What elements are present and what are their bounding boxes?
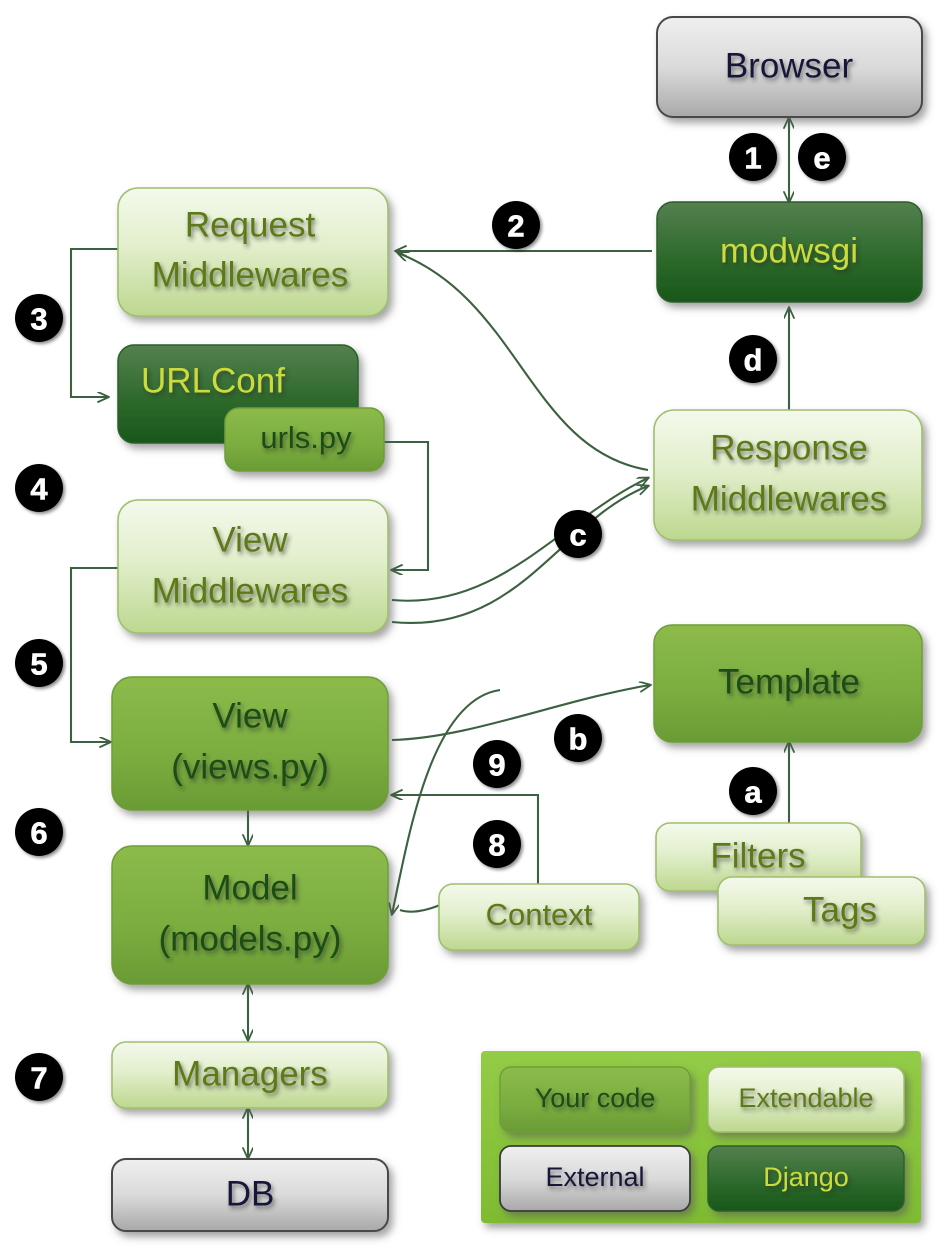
badge-c: c <box>554 510 602 558</box>
badge-c-label: c <box>569 518 586 553</box>
edge-context-model <box>399 904 441 913</box>
node-urlconf-label: URLConf <box>141 361 285 400</box>
node-response-middlewares[interactable] <box>653 409 923 541</box>
node-model[interactable] <box>111 845 389 985</box>
node-tags-label: Tags <box>803 890 877 929</box>
node-template-label: Template <box>718 662 860 701</box>
step-badges: 1 e 2 3 4 5 <box>15 133 846 1101</box>
badge-1: 1 <box>729 133 777 181</box>
edge-view-template <box>391 685 650 742</box>
node-view-label-line2: (views.py) <box>171 747 329 786</box>
node-tags[interactable] <box>717 876 926 946</box>
badge-b-label: b <box>569 722 588 757</box>
badge-3-label: 3 <box>30 302 47 337</box>
node-modwsgi[interactable] <box>656 201 923 303</box>
legend-swatch-extendable[interactable] <box>707 1066 905 1133</box>
legend-label-external: External <box>545 1162 644 1192</box>
badge-6: 6 <box>15 808 63 856</box>
legend-label-your-code: Your code <box>535 1083 656 1113</box>
badge-6-label: 6 <box>30 816 47 851</box>
node-response-middlewares-label-line2: Middlewares <box>691 479 887 518</box>
node-filters-label: Filters <box>710 836 805 875</box>
node-browser[interactable] <box>656 16 923 118</box>
node-managers[interactable] <box>111 1041 389 1109</box>
badge-e-label: e <box>813 141 830 176</box>
node-urls-py-label: urls.py <box>260 420 352 455</box>
node-db-label: DB <box>226 1174 275 1213</box>
node-model-label-line2: (models.py) <box>159 919 342 958</box>
badge-7: 7 <box>15 1053 63 1101</box>
edge-viewmw-view <box>69 566 118 742</box>
badge-2: 2 <box>492 201 540 249</box>
edge-viewmw-respmw <box>391 478 648 602</box>
node-template[interactable] <box>653 624 923 743</box>
badge-a-label: a <box>744 775 762 810</box>
badge-d-label: d <box>744 343 763 378</box>
node-managers-label: Managers <box>172 1054 328 1093</box>
badge-4-label: 4 <box>30 472 48 507</box>
badge-9: 9 <box>473 740 521 788</box>
badge-2-label: 2 <box>507 209 524 244</box>
edge-context-view <box>392 795 540 886</box>
node-response-middlewares-label-line1: Response <box>710 428 868 467</box>
badge-8-label: 8 <box>488 828 505 863</box>
edge-view-respmw <box>391 486 648 625</box>
edge-respmw-reqmw <box>398 253 649 472</box>
badge-8: 8 <box>473 820 521 868</box>
node-request-middlewares-label-line1: Request <box>185 205 316 244</box>
badge-4: 4 <box>15 464 63 512</box>
badge-e: e <box>798 133 846 181</box>
badge-a: a <box>729 767 777 815</box>
node-urls-py[interactable] <box>224 407 385 472</box>
node-view-label-line1: View <box>212 696 288 735</box>
node-view-middlewares-label-line2: Middlewares <box>152 571 348 610</box>
node-request-middlewares-label-line2: Middlewares <box>152 255 348 294</box>
legend-swatch-external[interactable] <box>499 1145 691 1212</box>
badge-7-label: 7 <box>30 1061 47 1096</box>
edge-urlspy-viewmw <box>384 440 430 570</box>
node-view-middlewares[interactable] <box>117 499 389 634</box>
badge-b: b <box>554 714 602 762</box>
node-view-middlewares-label-line1: View <box>212 520 288 559</box>
edge-curve-model-in <box>392 688 501 914</box>
badge-1-label: 1 <box>744 141 761 176</box>
node-db[interactable] <box>111 1158 389 1232</box>
legend-label-extendable: Extendable <box>738 1083 873 1113</box>
legend-swatch-your-code[interactable] <box>499 1066 691 1133</box>
legend-swatch-django[interactable] <box>707 1145 905 1212</box>
badge-d: d <box>729 335 777 383</box>
connectors <box>69 118 789 1158</box>
node-view[interactable] <box>111 676 389 811</box>
legend-label-django: Django <box>763 1162 849 1192</box>
node-browser-label: Browser <box>725 46 854 85</box>
node-modwsgi-label: modwsgi <box>720 231 858 270</box>
node-request-middlewares[interactable] <box>117 187 389 317</box>
badge-5-label: 5 <box>30 647 47 682</box>
edge-reqmw-urlconf <box>69 247 118 397</box>
badge-9-label: 9 <box>488 748 505 783</box>
node-context-label: Context <box>486 897 593 932</box>
badge-3: 3 <box>15 294 63 342</box>
node-model-label-line1: Model <box>202 868 297 907</box>
legend: Your code Extendable External Django <box>481 1051 921 1223</box>
badge-5: 5 <box>15 639 63 687</box>
node-context[interactable] <box>438 883 640 951</box>
